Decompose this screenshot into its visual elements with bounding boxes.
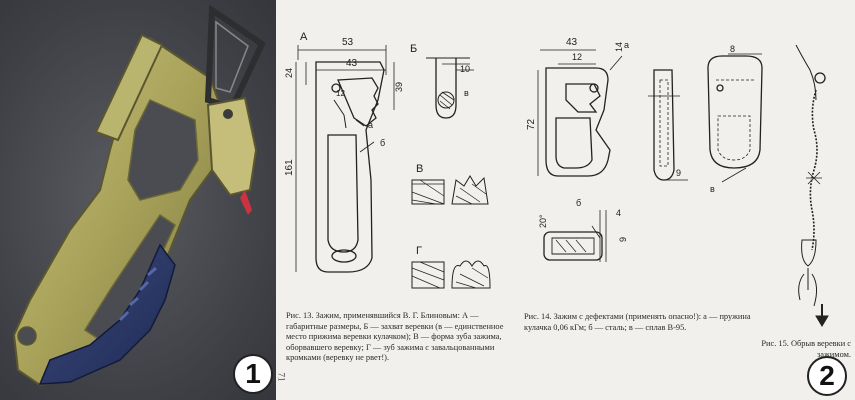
figure-13-caption: Рис. 13. Зажим, применявшийся В. Г. Блин… — [286, 311, 504, 363]
technical-drawings-panel: А 53 43 24 39 161 12 а б Б 10 в В — [276, 0, 855, 400]
figure-14-main-drawing — [537, 49, 623, 177]
label-b-14: б — [576, 198, 581, 208]
dim-12: 12 — [336, 89, 345, 98]
label-G: Г — [416, 245, 422, 257]
label-b-13: б — [380, 138, 385, 148]
label-V: В — [416, 163, 423, 175]
figure-14-detail-drawing — [543, 210, 607, 262]
clamp-photo-panel: 1 — [0, 0, 276, 400]
label-v-13: в — [464, 88, 469, 98]
cam-pivot — [223, 109, 233, 119]
dim-43-14: 43 — [566, 37, 578, 48]
dim-43: 43 — [346, 58, 358, 69]
figure-13-B-drawing — [426, 57, 474, 119]
clamp-bottom-hole — [17, 326, 37, 346]
dim-9-14: 9 — [676, 168, 681, 178]
dim-20deg: 20° — [538, 214, 548, 228]
clamp-cam — [206, 96, 258, 197]
label-v-14: в — [710, 184, 715, 194]
dim-24: 24 — [284, 68, 294, 78]
label-a-14: а — [624, 40, 629, 50]
dim-9-detail: 9 — [618, 237, 628, 242]
dim-8: 8 — [730, 44, 735, 54]
dim-39: 39 — [394, 82, 404, 92]
figure-14-front-drawing — [707, 53, 763, 183]
dim-12-14: 12 — [572, 52, 582, 62]
dim-10: 10 — [460, 64, 470, 74]
figure-14-side-drawing — [648, 69, 688, 181]
figure-13-A-drawing — [295, 45, 395, 273]
number-badge-1: 1 — [233, 354, 273, 394]
dim-161: 161 — [284, 159, 295, 176]
dim-14: 14 — [614, 42, 624, 52]
dim-53: 53 — [342, 37, 354, 48]
clamp-window — [127, 99, 199, 201]
figure-15-caption: Рис. 15. Обрыв веревки с зажимом. — [761, 339, 851, 359]
figure-13-G-drawing — [411, 260, 491, 289]
label-a-13: а — [368, 120, 373, 130]
dim-4: 4 — [616, 208, 621, 218]
technical-drawings: А 53 43 24 39 161 12 а б Б 10 в В — [284, 31, 829, 327]
page-number-side: 71 — [276, 372, 287, 382]
label-A: А — [300, 31, 308, 43]
figure-13-V-drawing — [411, 175, 489, 205]
number-badge-2: 2 — [807, 356, 847, 396]
figure-14-caption: Рис. 14. Зажим с дефектами (применять оп… — [524, 312, 751, 332]
figure-15-rope-drawing — [795, 44, 829, 327]
clamp-top-plate — [94, 33, 164, 142]
rope-clamp-photo — [12, 4, 266, 387]
dim-72: 72 — [526, 118, 537, 130]
label-B: Б — [410, 43, 417, 55]
